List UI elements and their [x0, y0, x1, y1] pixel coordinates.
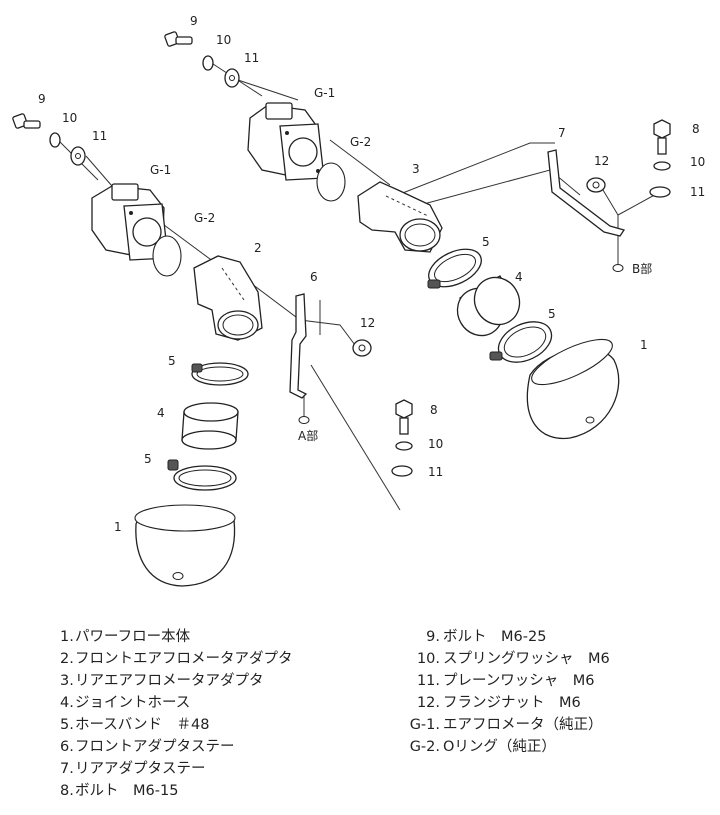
- flange-nut-12-left: [352, 339, 372, 357]
- rear-stay-7: [547, 149, 626, 237]
- callout-10-lower-mid: 10: [428, 437, 443, 451]
- callout-5-lower-left: 5: [144, 452, 152, 466]
- parts-legend-right: 9.ボルト M6-25 10.スプリングワッシャ M6 11.プレーンワッシャ …: [400, 626, 610, 758]
- legend-item: 1.パワーフロー本体: [60, 629, 191, 645]
- callout-10-upper: 10: [216, 33, 231, 47]
- callout-12-right: 12: [594, 154, 609, 168]
- callout-g1-rear: G-1: [314, 86, 335, 100]
- callout-9-upper: 9: [190, 14, 198, 28]
- callout-10-right: 10: [690, 155, 705, 169]
- section-b-marker: [612, 264, 624, 272]
- callout-g2-front: G-2: [194, 211, 215, 225]
- legend-item: 8.ボルト M6-15: [60, 783, 179, 799]
- callout-5-upper-left: 5: [168, 354, 176, 368]
- callout-1-right: 1: [640, 338, 648, 352]
- bolt-9-lower: [12, 113, 41, 129]
- rear-adapter-3: [357, 181, 443, 253]
- legend-item: 6.フロントアダプタステー: [60, 739, 235, 755]
- joint-hose-4-right: [456, 275, 521, 337]
- callout-4-left: 4: [157, 406, 165, 420]
- callout-6: 6: [310, 270, 318, 284]
- legend-item: 12.フランジナット M6: [416, 695, 581, 711]
- section-a-marker: [298, 416, 310, 424]
- callout-section-a: A部: [298, 428, 318, 443]
- legend-item: 5.ホースバンド ＃48: [60, 717, 210, 733]
- callout-11-right: 11: [690, 185, 705, 199]
- callout-12-left: 12: [360, 316, 375, 330]
- legend-item: 7.リアアダプタステー: [60, 761, 206, 777]
- legend-item: 4.ジョイントホース: [60, 695, 191, 711]
- spring-washer-10-right: [653, 161, 671, 171]
- spring-washer-10-lower: [49, 132, 61, 148]
- callout-7: 7: [558, 126, 566, 140]
- exploded-parts-diagram: 9 10 11 9 10 11 G-1 G-2 G-1 G-2 2 3 7 12…: [12, 14, 705, 587]
- power-flow-body-1-right: [526, 338, 620, 440]
- plain-washer-11-right: [649, 186, 671, 198]
- hose-band-5-upper-left: [191, 362, 249, 386]
- flange-nut-12-right: [586, 177, 606, 193]
- hose-band-5-lower-left: [167, 459, 237, 491]
- callout-11-upper: 11: [244, 51, 259, 65]
- bolt-8-right: [653, 119, 671, 155]
- callout-8-lower: 8: [430, 403, 438, 417]
- callout-11-lower: 11: [92, 129, 107, 143]
- legend-item: 9.ボルト M6-25: [426, 629, 547, 645]
- legend-item: 11.プレーンワッシャ M6: [416, 673, 595, 689]
- callout-g1-front: G-1: [150, 163, 171, 177]
- callout-5-lower-right: 5: [548, 307, 556, 321]
- callout-11-lower-mid: 11: [428, 465, 443, 479]
- callout-1-left: 1: [114, 520, 122, 534]
- o-ring-g2-rear: [316, 162, 346, 202]
- callout-5-upper-right: 5: [482, 235, 490, 249]
- plain-washer-11-lower-mid: [391, 465, 413, 477]
- spring-washer-10-upper: [202, 55, 214, 71]
- callout-10-lower: 10: [62, 111, 77, 125]
- airflow-meter-g1-rear: [247, 102, 325, 181]
- o-ring-g2-front: [152, 235, 182, 277]
- legend-item: 2.フロントエアフロメータアダプタ: [60, 651, 293, 667]
- legend-item: 10.スプリングワッシャ M6: [416, 651, 610, 667]
- bolt-8-lower: [395, 399, 413, 435]
- callout-2: 2: [254, 241, 262, 255]
- legend-item: G-2.Oリング（純正）: [409, 739, 556, 755]
- callout-g2-rear: G-2: [350, 135, 371, 149]
- front-adapter-2: [193, 255, 263, 341]
- callout-3: 3: [412, 162, 420, 176]
- power-flow-body-1-left: [134, 504, 236, 587]
- legend-item: 3.リアエアフロメータアダプタ: [60, 673, 264, 689]
- callout-4-right: 4: [515, 270, 523, 284]
- assembly-lines: [57, 61, 661, 511]
- legend-item: G-1.エアフロメータ（純正）: [409, 717, 603, 733]
- callout-section-b: B部: [632, 261, 652, 276]
- joint-hose-4-left: [181, 402, 239, 450]
- front-stay-6: [289, 293, 308, 399]
- bolt-9-upper: [164, 31, 193, 47]
- hose-band-5-upper-right: [427, 248, 482, 289]
- spring-washer-10-lower-mid: [395, 441, 413, 451]
- hose-band-5-lower-right: [489, 321, 553, 363]
- parts-legend-left: 1.パワーフロー本体 2.フロントエアフロメータアダプタ 3.リアエアフロメータ…: [60, 626, 293, 802]
- callout-8-right: 8: [692, 122, 700, 136]
- callout-9-lower: 9: [38, 92, 46, 106]
